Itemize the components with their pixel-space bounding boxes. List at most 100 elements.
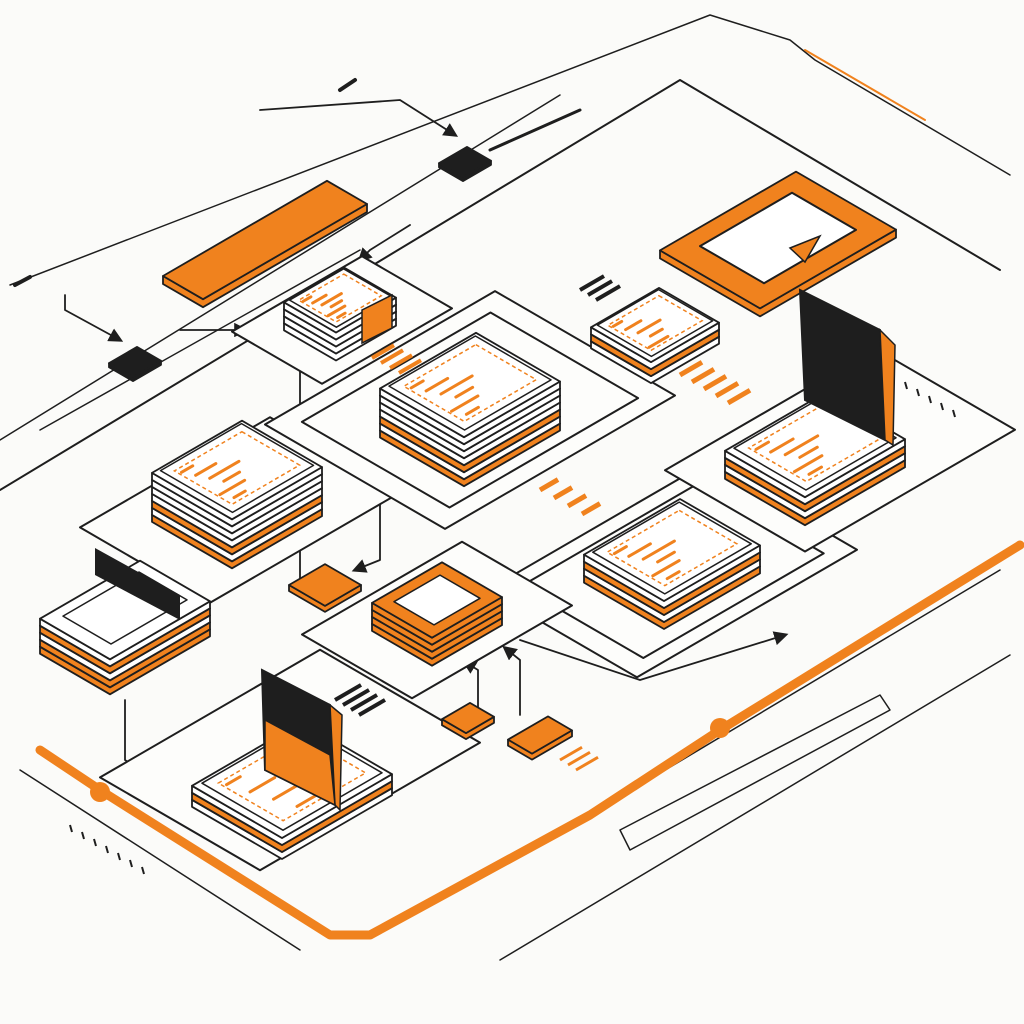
document-card xyxy=(388,335,552,431)
orange-dash-mark xyxy=(575,755,599,772)
document-text-line xyxy=(783,434,820,457)
document-text-line xyxy=(439,374,474,396)
document-text-line xyxy=(611,319,624,328)
orange-dash-mark xyxy=(678,360,704,378)
black-dash-mark xyxy=(341,688,371,707)
orange-dash-mark xyxy=(388,353,414,370)
orange-dash-mark xyxy=(370,343,396,360)
document-text-line xyxy=(769,437,795,454)
document-text-line xyxy=(208,459,241,480)
orange-dash-mark xyxy=(566,493,588,509)
node-square-icon-top xyxy=(507,715,573,755)
orange-dash-mark xyxy=(567,750,591,767)
document-card xyxy=(592,501,752,595)
document-stack-bottom xyxy=(191,721,393,860)
document-text-line xyxy=(311,293,328,305)
document-text-line xyxy=(295,793,318,808)
tick-mark xyxy=(69,824,73,833)
connector-arrow xyxy=(519,631,789,681)
document-text-line xyxy=(648,327,664,338)
document-text-line xyxy=(641,539,676,561)
document-text-line xyxy=(454,385,475,399)
connector-arrow xyxy=(357,224,411,263)
tick-mark xyxy=(916,388,920,397)
document-text-line xyxy=(651,559,681,578)
document-text-line xyxy=(627,542,652,558)
document-text-line xyxy=(798,445,819,459)
top-accent-line xyxy=(804,49,926,121)
orange-dash-mark xyxy=(379,348,405,365)
document-border xyxy=(606,294,704,352)
tick-mark xyxy=(940,402,944,411)
tick-mark xyxy=(117,852,121,861)
document-text-line xyxy=(301,295,313,303)
top-border-line xyxy=(9,14,1011,286)
black-dash-mark xyxy=(578,274,606,292)
connector-arrow xyxy=(351,499,381,573)
bottom-right-line xyxy=(499,654,1011,961)
folder-front xyxy=(264,718,336,807)
tick-mark xyxy=(952,409,956,418)
tick-mark xyxy=(81,831,85,840)
progress-bar-icon-top xyxy=(162,179,368,301)
node-square-icon-top xyxy=(441,702,495,734)
folder-icon xyxy=(361,293,393,345)
black-dash-mark xyxy=(349,693,379,712)
document-text-line xyxy=(232,489,247,500)
document-text-line xyxy=(222,470,242,483)
document-text-line xyxy=(329,299,344,309)
rail-node xyxy=(710,718,730,738)
document-text-line xyxy=(647,334,670,349)
connector-arrow xyxy=(502,645,521,716)
top-tick-line xyxy=(488,108,582,152)
document-text-line xyxy=(807,465,823,476)
document-text-line xyxy=(464,405,480,416)
document-text-line xyxy=(218,478,247,497)
tick-mark xyxy=(141,866,145,875)
document-card xyxy=(159,422,315,514)
tick-mark xyxy=(904,381,908,390)
tick-mark xyxy=(928,395,932,404)
diagram-shapes xyxy=(39,145,1016,875)
tick-mark xyxy=(105,845,109,854)
rail-node xyxy=(90,782,110,802)
document-text-line xyxy=(225,775,242,787)
document-text-line xyxy=(409,379,425,390)
document-border xyxy=(216,734,368,822)
document-stack-right xyxy=(583,498,761,630)
black-dash-mark xyxy=(357,698,387,717)
document-border xyxy=(172,430,302,506)
node-square-icon-top xyxy=(108,345,162,379)
connector-arrow xyxy=(64,294,124,342)
node-square-icon-top xyxy=(438,145,492,179)
connector-arrow xyxy=(259,99,459,137)
orange-dash-mark xyxy=(538,477,560,493)
document-text-line xyxy=(624,319,643,332)
bottom-left-line xyxy=(19,769,301,951)
document-text-line xyxy=(754,440,770,451)
document-text-line xyxy=(194,462,218,477)
document-text-line xyxy=(336,311,347,319)
node-square-icon xyxy=(393,574,481,626)
document-text-line xyxy=(656,550,676,564)
screen-icon xyxy=(95,548,180,620)
document-stack-left xyxy=(151,419,323,570)
orange-dash-mark xyxy=(690,367,716,385)
orange-dash-mark xyxy=(552,485,574,501)
document-card xyxy=(288,268,392,328)
screen-icon xyxy=(659,170,897,318)
document-border xyxy=(297,273,383,323)
tick-mark xyxy=(338,78,357,92)
border-line xyxy=(39,249,361,431)
black-dash-mark xyxy=(594,284,622,302)
document-text-line xyxy=(326,304,347,318)
tick-mark xyxy=(93,838,97,847)
document-text-line xyxy=(248,776,277,794)
orange-dash-mark xyxy=(559,745,583,762)
tick-mark xyxy=(13,275,32,287)
document-text-line xyxy=(612,545,628,556)
document-text-line xyxy=(636,318,662,335)
black-dash-mark xyxy=(586,279,614,297)
node-square-icon-top xyxy=(288,563,362,607)
